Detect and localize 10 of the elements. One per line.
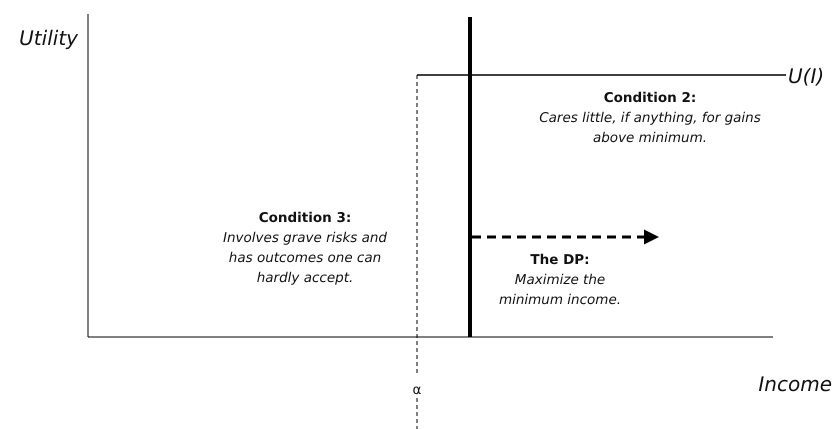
condition-text: Cares little, if anything, for gains above minimum. (538, 109, 762, 148)
curve-label: U(I) (788, 64, 826, 88)
axis-label: Income (757, 372, 832, 396)
condition-heading: Condition 2: (602, 89, 698, 108)
axis-tick-label: α (412, 381, 422, 400)
condition-text: Involves grave risks and has outcomes one can hardly accept. (222, 229, 388, 288)
axis-label: Utility (18, 26, 78, 50)
rule-text: Maximize the minimum income. (498, 271, 622, 310)
rule-heading: The DP: (529, 251, 591, 270)
condition-heading: Condition 3: (258, 209, 352, 228)
